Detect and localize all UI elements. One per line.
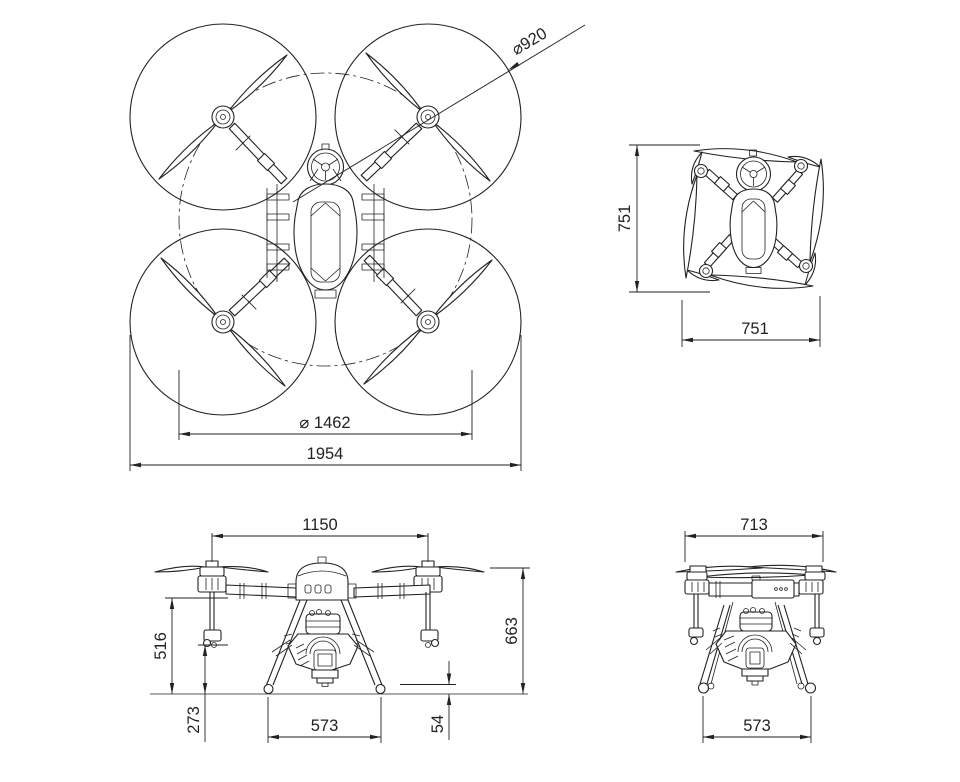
folded-view: 751 751 <box>616 144 824 347</box>
rotor-arm <box>129 23 317 211</box>
dim-label-arm-height: 516 <box>152 632 170 660</box>
front-art <box>150 556 528 695</box>
dim-motor-span: 1150 <box>211 516 429 562</box>
dim-label-folded-width: 751 <box>741 320 769 338</box>
dim-label-motor-span: 1150 <box>302 516 337 534</box>
dim-overall-span: 1954 <box>129 335 522 471</box>
front-view: 1150 516 273 54 6 <box>150 516 530 743</box>
dim-front-track: 573 <box>267 697 382 743</box>
dim-label-frame-width: 713 <box>740 516 768 534</box>
dim-folded-width: 751 <box>681 296 821 347</box>
dim-outlet-clearance: 54 <box>400 661 456 740</box>
side-view: 713 573 <box>675 516 837 743</box>
top-view: ⌀920 ⌀ 1462 1954 <box>129 23 586 471</box>
center-body-top <box>266 143 385 299</box>
dim-label-front-track: 573 <box>311 717 339 735</box>
dim-label-folded-height: 751 <box>616 205 634 233</box>
dim-label-prop-diameter: ⌀920 <box>509 24 550 59</box>
dim-overall-height: 663 <box>490 567 530 694</box>
rotor-arm <box>129 228 317 416</box>
dim-nozzle-height: 273 <box>185 644 228 742</box>
center-body-folded <box>729 149 778 274</box>
side-art <box>675 564 837 694</box>
folded-arm <box>693 148 821 203</box>
dim-frame-width: 713 <box>684 516 824 562</box>
dim-arm-height: 516 <box>152 597 228 694</box>
dim-label-overall-height: 663 <box>503 617 521 645</box>
rotor-arm <box>334 23 522 211</box>
dim-folded-height: 751 <box>616 144 710 293</box>
dim-label-overall-span: 1954 <box>307 445 344 463</box>
dim-prop-diameter: ⌀920 <box>292 24 586 203</box>
dim-side-track: 573 <box>702 696 812 743</box>
dim-pitch-circle-diameter: ⌀ 1462 <box>178 370 473 440</box>
dim-label-nozzle-height: 273 <box>185 706 203 734</box>
dim-label-outlet-clearance: 54 <box>429 715 447 733</box>
dim-label-pitch-circle: ⌀ 1462 <box>299 414 350 432</box>
motor-pitch-circle <box>178 72 473 367</box>
dim-label-side-track: 573 <box>743 717 771 735</box>
rotor-arm <box>334 228 522 416</box>
